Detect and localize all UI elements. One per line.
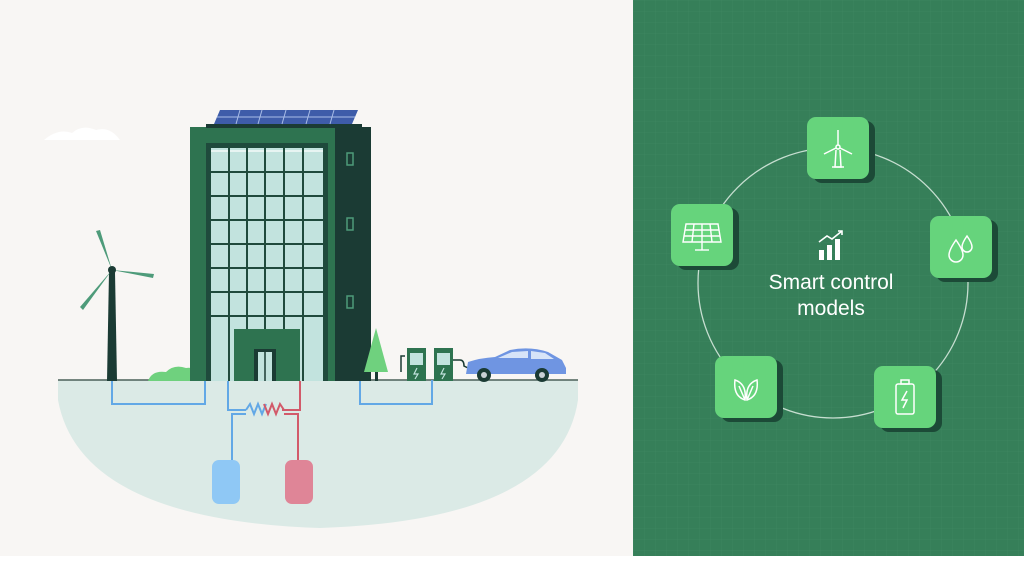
hot-water-tank: [285, 460, 313, 504]
ev-chargers: [400, 348, 469, 381]
ground: [58, 380, 578, 528]
node-solar-panel: [671, 204, 739, 270]
center-label-line-1: Smart control: [768, 271, 894, 294]
cold-pipe-to-tank: [231, 413, 246, 460]
hot-pipe-building: [282, 380, 301, 411]
office-building: [190, 127, 371, 381]
cold-pipe-right: [359, 380, 433, 405]
leaf-icon: [733, 378, 759, 402]
shrub: [148, 366, 202, 381]
heat-exchanger-cold: [245, 401, 267, 417]
cold-pipe-left: [111, 380, 206, 405]
center-label-line-2: models: [797, 297, 865, 320]
growth-chart-icon: [818, 230, 843, 260]
heat-exchanger-hot: [263, 401, 285, 417]
cold-water-tank: [212, 460, 240, 504]
wind-turbine-icon: [823, 130, 853, 168]
center-label: Smart control models: [733, 270, 929, 322]
node-battery: [874, 366, 942, 432]
energy-scene-svg: [44, 109, 578, 528]
rooftop-solar-panels: [206, 109, 362, 128]
tree: [364, 328, 388, 381]
energy-scene: [0, 0, 633, 556]
smart-control-panel: Smart control models: [633, 0, 1024, 556]
hot-pipe-to-tank: [284, 413, 299, 460]
battery-icon: [895, 379, 915, 415]
wind-turbine: [80, 230, 154, 381]
node-wind-turbine: [807, 117, 875, 183]
cold-pipe-building: [227, 380, 246, 411]
cloud: [44, 127, 120, 140]
water-drops-icon: [948, 234, 973, 263]
solar-panel-icon: [682, 223, 722, 251]
electric-car: [466, 348, 566, 382]
node-leaf: [715, 356, 783, 422]
node-water: [930, 216, 998, 282]
